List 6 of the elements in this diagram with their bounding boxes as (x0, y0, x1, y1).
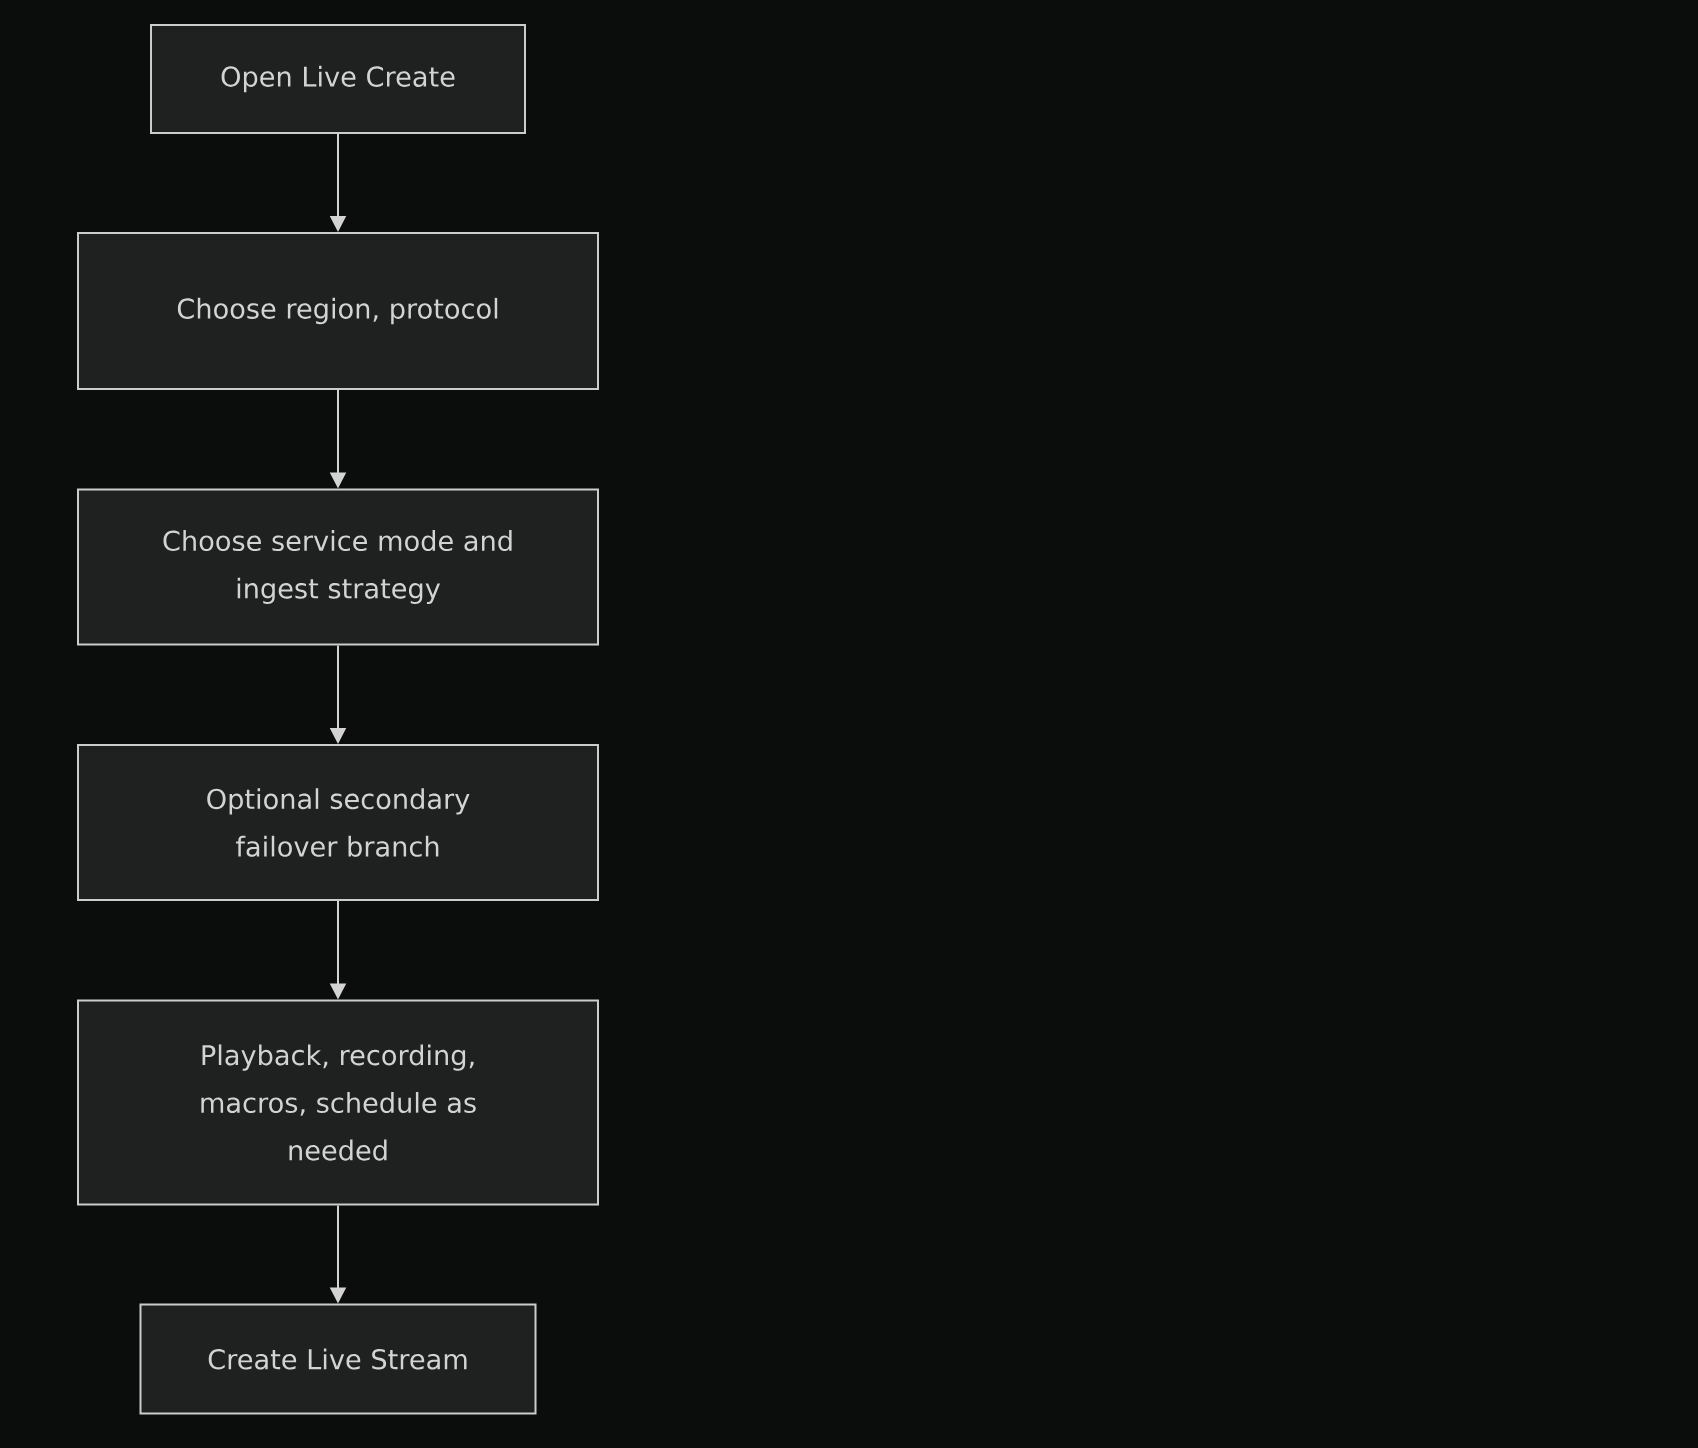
process-box: Open Live Create (150, 24, 526, 134)
process-box: Playback, recording, macros, schedule as needed (77, 999, 599, 1206)
process-box: Optional secondary failover branch (77, 744, 599, 901)
process-box: Choose region, protocol (77, 232, 599, 390)
process-box: Choose service mode and ingest strategy (77, 488, 599, 646)
process-box: Create Live Stream (139, 1303, 537, 1415)
